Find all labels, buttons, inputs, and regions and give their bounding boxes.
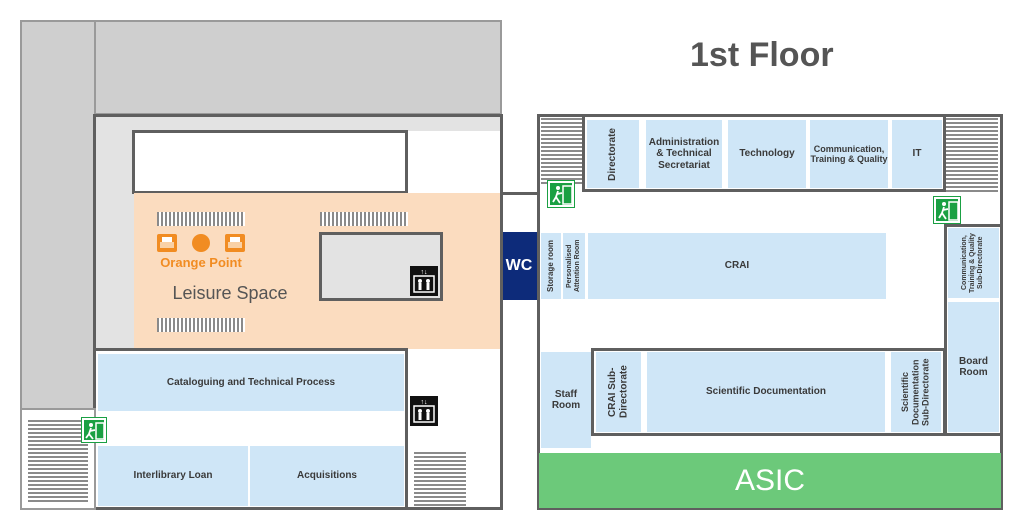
room-directorate: Directorate [587, 120, 639, 188]
bench-bottom-left [157, 318, 245, 332]
bench-top-left [157, 212, 245, 226]
room-storage: Storage room [541, 233, 561, 299]
asic-area: ASIC [539, 453, 1001, 508]
room-technology: Technology [728, 120, 806, 188]
inner-gray-strip [96, 117, 134, 349]
emergency-exit-icon [934, 197, 960, 223]
upper-white-room [132, 130, 408, 194]
corridor-wall [405, 348, 408, 510]
stairs-icon [946, 118, 998, 194]
lift-icon: ↑↓ [410, 266, 438, 296]
printer-icon [157, 234, 177, 252]
orange-point-label: Orange Point [160, 255, 242, 270]
building-gray-column [20, 20, 96, 410]
corridor-wall [500, 192, 503, 510]
orange-point-icon [192, 234, 210, 252]
svg-text:↑↓: ↑↓ [421, 269, 428, 276]
asic-label: ASIC [734, 463, 806, 497]
corridor-wall [500, 192, 540, 195]
room-personalised-attention: Personalised Attention Room [563, 233, 585, 299]
lift-icon: ↑↓ [410, 396, 438, 426]
room-staff: Staff Room [541, 352, 591, 448]
room-board: Board Room [948, 302, 999, 432]
wc-label: WC [505, 257, 533, 274]
wc-room: WC [500, 232, 538, 300]
room-crai: CRAI [588, 233, 886, 299]
emergency-exit-icon [548, 181, 574, 207]
stairs-icon [414, 452, 466, 506]
leisure-space-label: Leisure Space [172, 283, 288, 303]
bench-top-right [320, 212, 408, 226]
emergency-exit-icon [82, 418, 106, 442]
room-it: IT [892, 120, 942, 188]
svg-text:↑↓: ↑↓ [421, 399, 428, 406]
room-interlibrary-loan: Interlibrary Loan [98, 446, 248, 506]
inner-gray-top [96, 117, 500, 131]
room-administration: Administration & Technical Secretariat [646, 120, 722, 188]
room-communication-sub-directorate: Communication, Training & Quality Sub-Di… [948, 228, 999, 298]
room-acquisitions: Acquisitions [250, 446, 404, 506]
printer-icon [225, 234, 245, 252]
room-crai-sub-directorate: CRAI Sub-Directorate [596, 352, 641, 432]
room-communication: Communication, Training & Quality [810, 120, 888, 188]
stairs-icon [541, 118, 583, 186]
floor-title: 1st Floor [690, 36, 834, 74]
room-scientific-documentation: Scientific Documentation [647, 352, 885, 432]
room-scientific-documentation-sub-directorate: Scientific Documentation Sub-Directorate [891, 352, 941, 432]
building-gray-block [20, 20, 502, 115]
stairs-icon [28, 420, 88, 502]
room-cataloguing: Cataloguing and Technical Process [98, 354, 404, 411]
